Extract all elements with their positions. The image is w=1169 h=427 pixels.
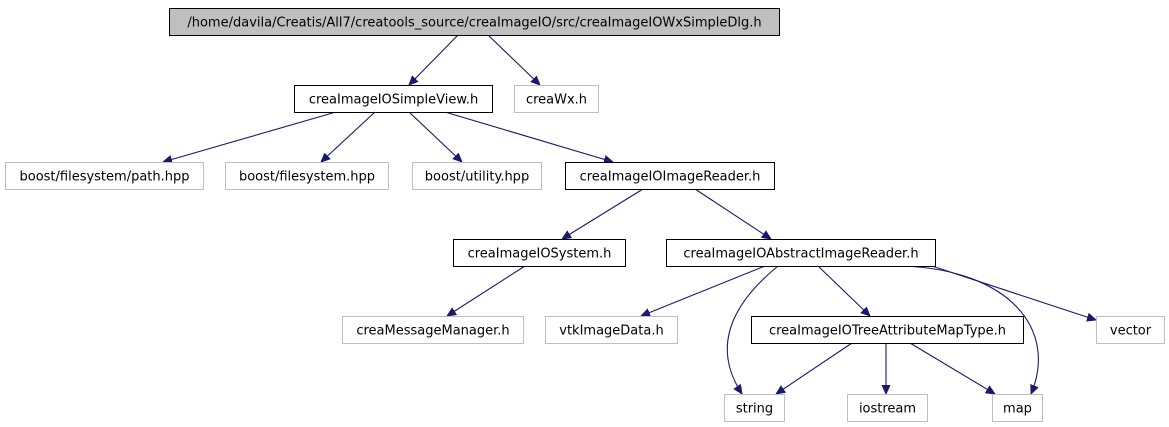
node-vector: vector <box>1096 316 1165 344</box>
node-system-h[interactable]: creaImageIOSystem.h <box>453 239 626 267</box>
node-tree-attr-map[interactable]: creaImageIOTreeAttributeMapType.h <box>751 316 1024 344</box>
include-edge-simple-view-to-path-hpp <box>163 111 337 162</box>
node-box <box>294 85 493 113</box>
node-label: boost/filesystem.hpp <box>239 170 375 185</box>
include-edge-image-reader-to-system-h <box>562 188 644 239</box>
edges-layer <box>163 34 1096 394</box>
node-box <box>453 239 626 267</box>
node-box <box>5 162 204 190</box>
node-filesystem-hpp: boost/filesystem.hpp <box>225 162 389 190</box>
include-edge-simple-view-to-filesystem-hpp <box>321 111 376 162</box>
node-label: /home/davila/Creatis/All7/creatools_sour… <box>187 16 761 31</box>
node-label: string <box>736 402 773 417</box>
node-label: map <box>1003 402 1032 417</box>
node-label: creaMessageManager.h <box>356 324 509 339</box>
node-crea-wx: creaWx.h <box>514 85 599 113</box>
node-vtk-image-data: vtkImageData.h <box>545 316 678 344</box>
node-box <box>545 316 678 344</box>
node-iostream: iostream <box>847 394 928 422</box>
node-message-manager: creaMessageManager.h <box>342 316 524 344</box>
node-box <box>1096 316 1165 344</box>
node-label: creaImageIOTreeAttributeMapType.h <box>769 324 1006 339</box>
include-edge-tree-attr-map-to-string <box>776 342 853 394</box>
node-map: map <box>992 394 1043 422</box>
node-image-reader[interactable]: creaImageIOImageReader.h <box>565 162 775 190</box>
node-box <box>412 162 542 190</box>
node-box <box>514 85 599 113</box>
include-edge-abstract-reader-to-map <box>902 265 1039 394</box>
node-label: boost/filesystem/path.hpp <box>19 170 189 185</box>
node-root: /home/davila/Creatis/All7/creatools_sour… <box>169 8 780 36</box>
include-edge-system-h-to-message-manager <box>447 265 526 316</box>
node-box <box>565 162 775 190</box>
node-label: creaWx.h <box>526 93 587 108</box>
node-string: string <box>724 394 785 422</box>
node-label: creaImageIOImageReader.h <box>580 170 761 185</box>
include-edge-tree-attr-map-to-map <box>909 342 995 394</box>
include-edge-image-reader-to-abstract-reader <box>694 188 771 239</box>
node-label: vector <box>1110 324 1152 339</box>
include-edge-root-to-crea-wx <box>487 34 540 85</box>
node-abstract-reader[interactable]: creaImageIOAbstractImageReader.h <box>666 239 936 267</box>
include-edge-abstract-reader-to-vector <box>931 265 1096 320</box>
node-box <box>666 239 936 267</box>
node-utility-hpp: boost/utility.hpp <box>412 162 542 190</box>
node-label: vtkImageData.h <box>559 324 663 339</box>
node-simple-view[interactable]: creaImageIOSimpleView.h <box>294 85 493 113</box>
node-box <box>724 394 785 422</box>
node-label: creaImageIOSimpleView.h <box>309 93 478 108</box>
node-label: boost/utility.hpp <box>425 170 529 185</box>
nodes-layer: /home/davila/Creatis/All7/creatools_sour… <box>5 8 1165 422</box>
include-edge-simple-view-to-image-reader <box>444 111 613 162</box>
node-box <box>169 8 780 36</box>
node-path-hpp: boost/filesystem/path.hpp <box>5 162 204 190</box>
node-label: iostream <box>859 402 916 417</box>
node-box <box>992 394 1043 422</box>
include-edge-abstract-reader-to-tree-attr-map <box>817 265 870 316</box>
node-box <box>342 316 524 344</box>
include-edge-root-to-simple-view <box>409 34 459 85</box>
node-label: creaImageIOSystem.h <box>468 247 612 262</box>
node-box <box>751 316 1024 344</box>
include-edge-simple-view-to-utility-hpp <box>408 111 462 162</box>
node-label: creaImageIOAbstractImageReader.h <box>683 247 918 262</box>
include-edge-abstract-reader-to-vtk-image-data <box>641 265 766 316</box>
node-box <box>225 162 389 190</box>
include-edge-abstract-reader-to-string <box>726 265 779 394</box>
node-box <box>847 394 928 422</box>
